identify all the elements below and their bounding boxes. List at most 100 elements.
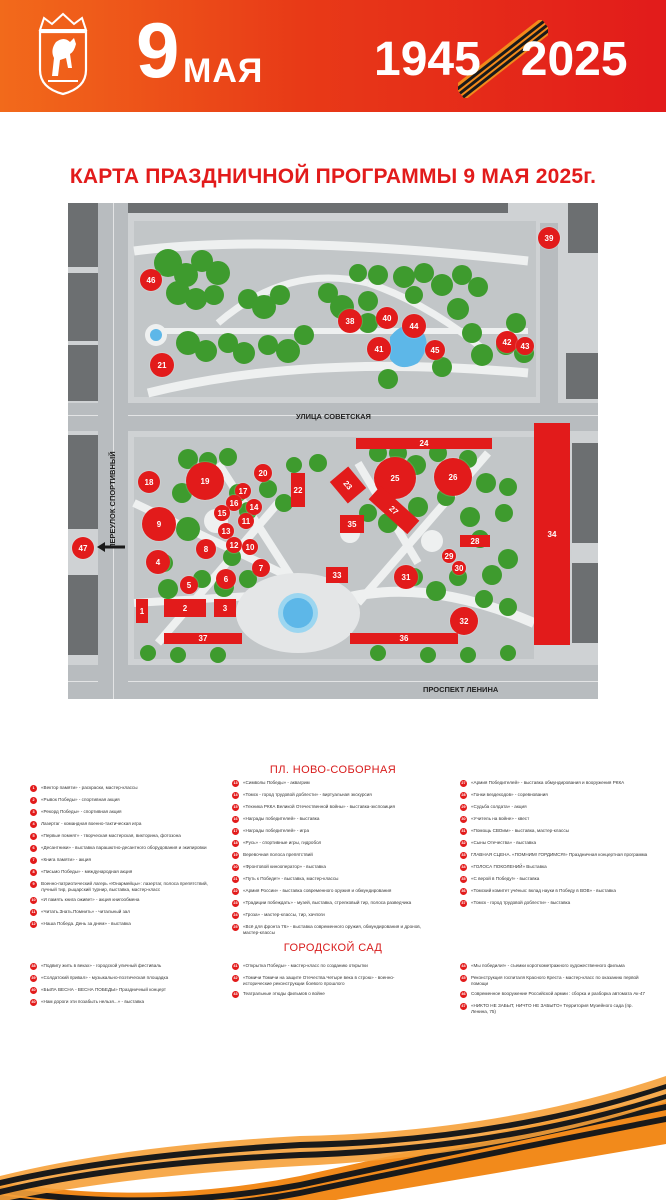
map-marker-32[interactable]: 32 [450,607,478,635]
legend-item-text: «Наша Победа. День за днем» - выставка [41,921,131,927]
map-block-1[interactable]: 1 [136,599,148,623]
legend-number-badge: 4 [30,821,37,828]
legend-item: 25«Всё для фронта 76» - выставка совреме… [232,924,422,935]
street-label-sovetskaya: УЛИЦА СОВЕТСКАЯ [296,412,371,421]
legend-item: 29 «Судьба солдата» - акция [460,804,650,811]
legend-item: 8«Письмо Победы» - международная акция [30,869,220,876]
map-marker-8[interactable]: 8 [196,539,216,559]
legend-number-badge: 38 [30,963,37,970]
map-marker-31[interactable]: 31 [394,565,418,589]
legend-column-4: 38«Подвигу жить в веках» - городской ули… [30,963,220,1011]
map-block-37[interactable]: 37 [164,633,242,644]
legend-number-badge: 47 [460,1003,467,1011]
legend-item: 47«НИКТО НЕ ЗАБЫТ, НИЧТО НЕ ЗАБЫТО» Терр… [460,1003,650,1014]
map-marker-16[interactable]: 16 [226,495,242,511]
legend-number-badge: 25 [232,924,239,931]
legend-item-text: Военно-патриотический лагерь «Юнармейцы»… [41,881,208,892]
year-end: 2025 [520,33,628,86]
legend-number-badge: 27 [460,780,467,787]
map-marker-39[interactable]: 39 [538,227,560,249]
map-block-22[interactable]: 22 [291,473,305,507]
legend-number-badge: 2 [30,797,37,804]
map-marker-42[interactable]: 42 [496,331,518,353]
legend-item-text: Реконструкция госпиталя Красного Креста … [471,975,639,986]
map-marker-38[interactable]: 38 [338,309,362,333]
legend-item: 34«ГОЛОСА ПОКОЛЕНИЙ» Выставка [460,864,650,871]
map-marker-7[interactable]: 7 [252,559,270,577]
legend-number-badge: 36 [460,888,467,895]
map-block-2[interactable]: 2 [164,599,206,617]
map-marker-15[interactable]: 15 [214,505,230,521]
legend-number-badge: 7 [30,857,37,864]
legend-item-text: «Армия России» - выставка современного о… [243,888,392,893]
legend-item: 22«Армия России» - выставка современного… [232,888,422,895]
city-crest-icon [38,12,88,96]
legend-number-badge: 8 [30,869,37,876]
map-marker-20[interactable]: 20 [254,464,272,482]
legend-item-text: «Судьба солдата» - акция [471,804,527,809]
legend-number-badge: 10 [30,897,37,905]
legend-item-text: «Рывок Победы» - спортивная акция [41,797,120,802]
map-marker-14[interactable]: 14 [246,499,262,515]
map-block-35[interactable]: 35 [340,515,364,533]
map-marker-13[interactable]: 13 [218,523,234,539]
map-marker-44[interactable]: 44 [402,314,426,338]
map-marker-46[interactable]: 46 [140,269,162,291]
map-marker-11[interactable]: 11 [238,513,254,529]
legend-item-text: Лазертаг - командная военно-тактическая … [41,821,142,826]
legend-item: 10«И память книга оживет» - акция книгоо… [30,897,220,905]
legend-item-text: «Томский комитет учёных: вклад науки в П… [471,888,616,893]
legend-item: 23«Традиции побеждать» - музей, выставка… [232,900,422,907]
map-marker-6[interactable]: 6 [216,569,236,589]
map-marker-21[interactable]: 21 [150,353,174,377]
year-start: 1945 [374,33,481,86]
legend-number-badge: 40 [30,999,37,1006]
map-block-3[interactable]: 3 [214,599,236,617]
legend-number-badge: 43 [232,991,239,999]
legend-number-badge: 9 [30,881,37,888]
map-marker-45[interactable]: 45 [425,340,445,360]
map-marker-30[interactable]: 30 [452,561,466,575]
map-marker-5[interactable]: 5 [180,576,198,594]
map-block-28[interactable]: 28 [460,535,490,547]
map-marker-12[interactable]: 12 [226,537,242,553]
legend-item-text: «Гонки вездеходов» - соревнования [471,792,548,797]
map-marker-41[interactable]: 41 [367,337,391,361]
map-marker-4[interactable]: 4 [146,550,170,574]
map-marker-26[interactable]: 26 [434,458,472,496]
map-marker-10[interactable]: 10 [242,539,258,555]
legend-item: 36 «Томский комитет учёных: вклад науки в… [460,888,650,895]
legend-item-text: «Награды победителей» - игра [243,828,310,833]
map-block-24[interactable]: 24 [356,438,492,449]
legend-item-text: «Томичи Томичи на защите Отечества.Четыр… [243,975,395,986]
map-block-36[interactable]: 36 [350,633,458,644]
map-marker-40[interactable]: 40 [376,307,398,329]
legend-number-badge: 29 [460,804,467,811]
legend-item-text: «БЫЛА ВЕСНА - ВЕСНА ПОБЕДЫ» Праздничный … [41,987,167,992]
legend-item: 37«Томск - город трудовой доблести» - вы… [460,900,650,907]
legend-item: 7«Книга памяти» - акция [30,857,220,864]
map-marker-17[interactable]: 17 [235,483,251,499]
map-block-34[interactable]: 34 [534,423,570,645]
map-marker-18[interactable]: 18 [138,471,160,493]
map-marker-29[interactable]: 29 [442,549,456,563]
street-label-sportivny: ПЕРЕУЛОК СПОРТИВНЫЙ [108,451,117,549]
legend-item: 12«Наша Победа. День за днем» - выставка [30,921,220,929]
map-marker-43[interactable]: 43 [516,337,534,355]
map-marker-47[interactable]: 47 [72,537,94,559]
legend-number-badge: 40 [30,987,37,994]
legend-number-badge: 16 [232,816,239,823]
legend-item: 40«Нам дороги эти позабыть нельзя...» - … [30,999,220,1006]
map-marker-9[interactable]: 9 [142,507,176,541]
map-block-33[interactable]: 33 [326,567,348,583]
legend-item: 32«Сыны Отечества» - выставка [460,840,650,847]
legend-item: 41«Открытка Победы» - мастер-класс по со… [232,963,422,970]
map-marker-19[interactable]: 19 [186,462,224,500]
legend-item: 18«Русь» - спортивные игры, гидробол [232,840,422,847]
legend-item-text: «Традиции побеждать» - музей, выставка, … [243,900,412,905]
